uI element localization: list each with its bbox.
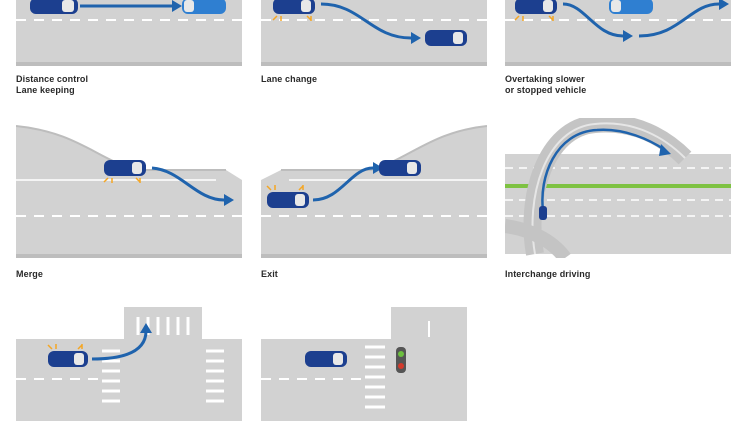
path-arrow <box>312 166 374 202</box>
ego-car <box>514 0 557 21</box>
scenario-intersection-turn <box>16 307 242 421</box>
scenario-merge: Merge <box>16 118 242 279</box>
scenario-caption: Exit <box>261 269 278 280</box>
scenario-overtaking: Overtaking slower or stopped vehicle <box>505 0 731 95</box>
lane-change-diagram <box>261 0 487 66</box>
ego-car <box>103 160 146 183</box>
caption-line: Merge <box>16 269 44 279</box>
overtaking-diagram <box>505 0 731 66</box>
caption-line: Overtaking slower <box>505 74 585 84</box>
ego-car <box>30 0 78 14</box>
caption-line: Lane change <box>261 74 318 84</box>
path-arrow <box>562 2 624 38</box>
scenario-caption: Distance control Lane keeping <box>16 74 88 96</box>
scenario-caption: Interchange driving <box>505 269 590 280</box>
interchange-diagram <box>505 118 731 258</box>
ego-car <box>305 351 347 367</box>
path-arrow <box>541 128 666 211</box>
scenario-distance-control: Distance control Lane keeping <box>16 0 242 95</box>
slower-vehicle <box>609 0 653 14</box>
ego-car-target <box>425 30 467 46</box>
scenario-traffic-light-stop <box>261 307 487 421</box>
caption-line: or stopped vehicle <box>505 85 587 95</box>
scenario-caption: Merge <box>16 269 43 280</box>
path-arrow <box>320 2 412 40</box>
ego-car-target <box>379 160 421 176</box>
scenario-lane-change: Lane change <box>261 0 487 84</box>
merge-diagram <box>16 125 242 258</box>
caption-line: Interchange driving <box>505 269 591 279</box>
path-arrow <box>91 330 148 361</box>
scenario-caption: Lane change <box>261 74 317 85</box>
traffic-light-icon <box>396 347 406 373</box>
path-arrow <box>151 166 225 202</box>
scenario-caption: Overtaking slower or stopped vehicle <box>505 74 586 96</box>
scenario-exit: Exit <box>261 118 487 279</box>
caption-line: Exit <box>261 269 278 279</box>
traffic-light-stop-diagram <box>261 307 467 421</box>
ego-car <box>539 206 547 220</box>
ego-car <box>266 185 309 208</box>
scenario-interchange: Interchange driving <box>505 118 731 279</box>
ego-car <box>272 0 315 21</box>
exit-diagram <box>261 125 487 258</box>
path-arrow <box>638 2 720 38</box>
ego-car <box>47 344 88 367</box>
caption-line: Lane keeping <box>16 85 75 95</box>
distance-control-diagram <box>16 0 242 66</box>
lead-car <box>182 0 226 14</box>
ramp-lower <box>505 219 571 258</box>
caption-line: Distance control <box>16 74 89 84</box>
intersection-turn-diagram <box>16 307 242 421</box>
